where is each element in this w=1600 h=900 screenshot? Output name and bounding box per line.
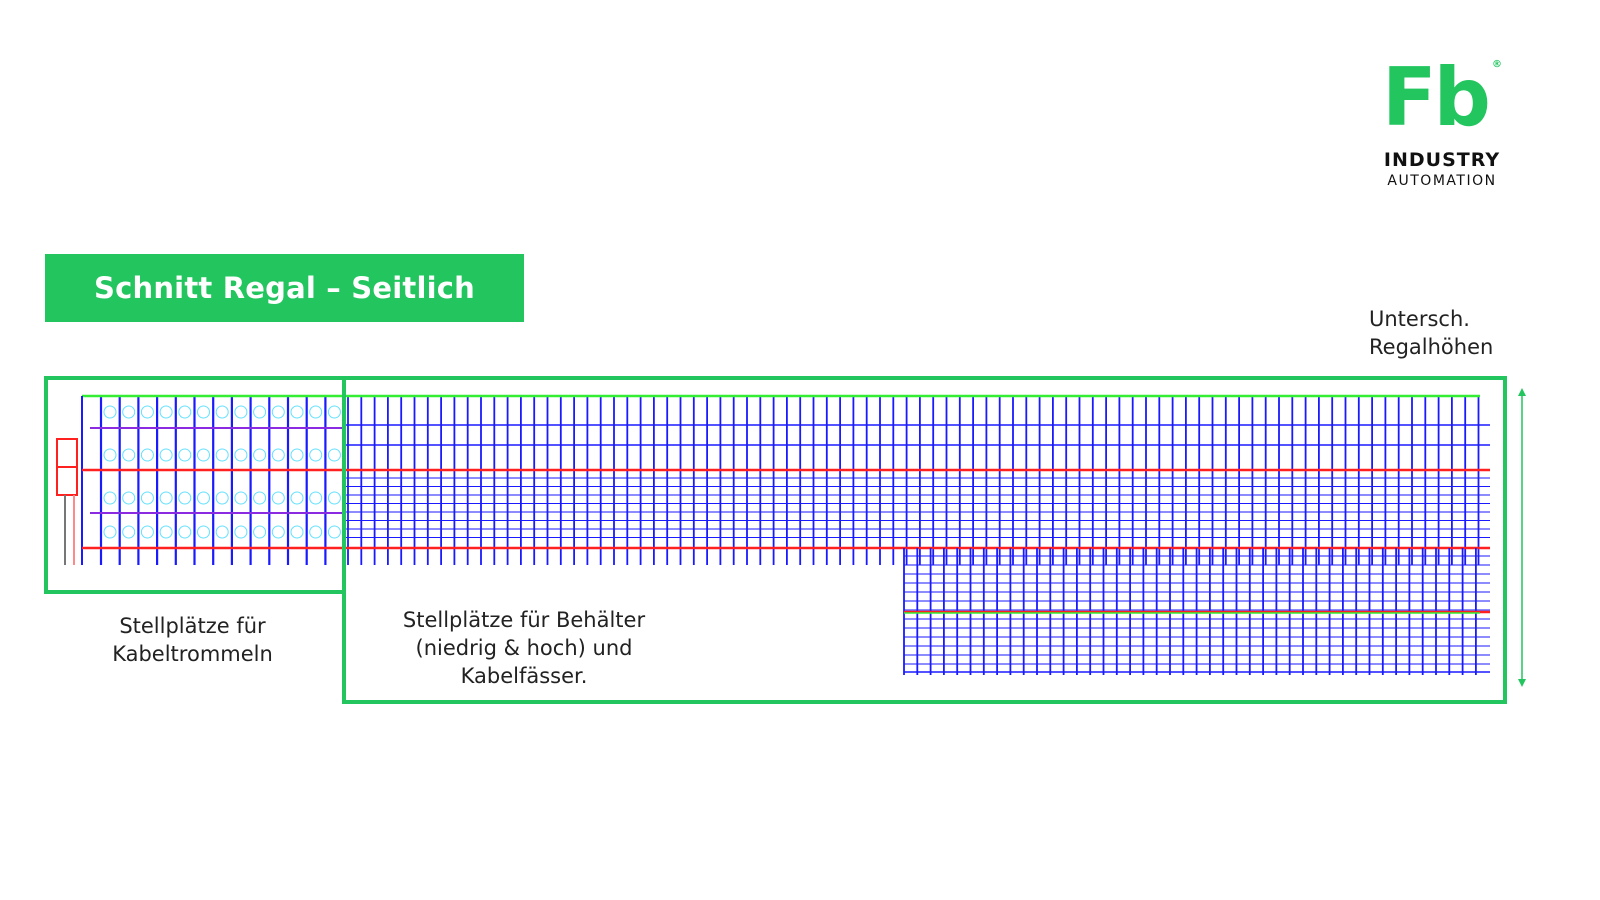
cable-drum bbox=[140, 525, 154, 539]
cable-drum bbox=[140, 448, 154, 462]
logo-line1: INDUSTRY bbox=[1383, 149, 1501, 171]
label-line: (niedrig & hoch) und bbox=[415, 636, 633, 660]
cable-drum bbox=[140, 491, 154, 505]
cable-drum bbox=[159, 525, 173, 539]
cable-drum bbox=[327, 405, 341, 419]
cable-drum bbox=[103, 525, 117, 539]
cable-drum bbox=[234, 491, 248, 505]
cable-drum bbox=[271, 525, 285, 539]
cable-drum bbox=[159, 448, 173, 462]
cable-drum bbox=[309, 525, 323, 539]
arrow-up-icon bbox=[1518, 388, 1526, 396]
cable-drum bbox=[197, 491, 210, 505]
cable-drum bbox=[290, 491, 304, 505]
company-logo: Fb® INDUSTRY AUTOMATION bbox=[1362, 50, 1522, 190]
cable-drum bbox=[122, 525, 136, 539]
cable-drum bbox=[309, 405, 323, 419]
cable-drum bbox=[253, 491, 267, 505]
cable-drum bbox=[215, 448, 229, 462]
height-label: Untersch. Regalhöhen bbox=[1369, 305, 1493, 361]
cable-drum bbox=[309, 491, 323, 505]
label-line: Stellplätze für bbox=[119, 614, 266, 638]
cable-drum bbox=[309, 448, 323, 462]
cable-drum bbox=[327, 448, 341, 462]
registered-mark: ® bbox=[1491, 59, 1502, 70]
container-area-frame bbox=[342, 376, 1507, 704]
cable-drum bbox=[103, 405, 117, 419]
label-line: Kabeltrommeln bbox=[112, 642, 273, 666]
cable-drum bbox=[122, 448, 136, 462]
drum-area-label: Stellplätze für Kabeltrommeln bbox=[70, 612, 315, 668]
label-line: Untersch. bbox=[1369, 307, 1470, 331]
cable-drum bbox=[178, 448, 192, 462]
cable-drum bbox=[215, 405, 229, 419]
cable-drum bbox=[215, 491, 229, 505]
logo-mark-text: Fb bbox=[1382, 51, 1491, 144]
slide-title: Schnitt Regal – Seitlich bbox=[45, 254, 524, 322]
cable-drum bbox=[271, 405, 285, 419]
cable-drum bbox=[103, 448, 117, 462]
cable-drum bbox=[290, 525, 304, 539]
logo-line2: AUTOMATION bbox=[1387, 173, 1497, 189]
slide-title-text: Schnitt Regal – Seitlich bbox=[94, 271, 475, 305]
cable-drum bbox=[253, 448, 267, 462]
cable-drum bbox=[271, 491, 285, 505]
drum-area-frame bbox=[44, 376, 346, 594]
cable-drum bbox=[178, 525, 192, 539]
cable-drum bbox=[234, 525, 248, 539]
cable-drum bbox=[178, 405, 192, 419]
cable-drum bbox=[290, 405, 304, 419]
cable-drum bbox=[159, 405, 173, 419]
cable-drum bbox=[234, 405, 248, 419]
cable-drum bbox=[197, 448, 210, 462]
cable-drum bbox=[197, 525, 210, 539]
label-line: Regalhöhen bbox=[1369, 335, 1494, 359]
cable-drum bbox=[253, 405, 267, 419]
cable-drum bbox=[234, 448, 248, 462]
cable-drum bbox=[215, 525, 229, 539]
label-line: Kabelfässer. bbox=[460, 664, 588, 688]
cable-drum bbox=[197, 405, 210, 419]
arrow-down-icon bbox=[1518, 679, 1526, 687]
logo-mark: Fb® bbox=[1362, 50, 1522, 146]
cable-drum bbox=[271, 448, 285, 462]
cable-drum bbox=[122, 405, 136, 419]
cable-drum bbox=[122, 491, 136, 505]
cable-drum bbox=[327, 525, 341, 539]
cable-drum bbox=[103, 491, 117, 505]
label-line: Stellplätze für Behälter bbox=[402, 608, 646, 632]
cable-drum bbox=[290, 448, 304, 462]
cable-drum bbox=[253, 525, 267, 539]
cable-drum bbox=[140, 405, 154, 419]
cable-drum bbox=[178, 491, 192, 505]
cable-drum bbox=[159, 491, 173, 505]
container-area-label: Stellplätze für Behälter (niedrig & hoch… bbox=[360, 606, 688, 690]
cable-drum bbox=[327, 491, 341, 505]
